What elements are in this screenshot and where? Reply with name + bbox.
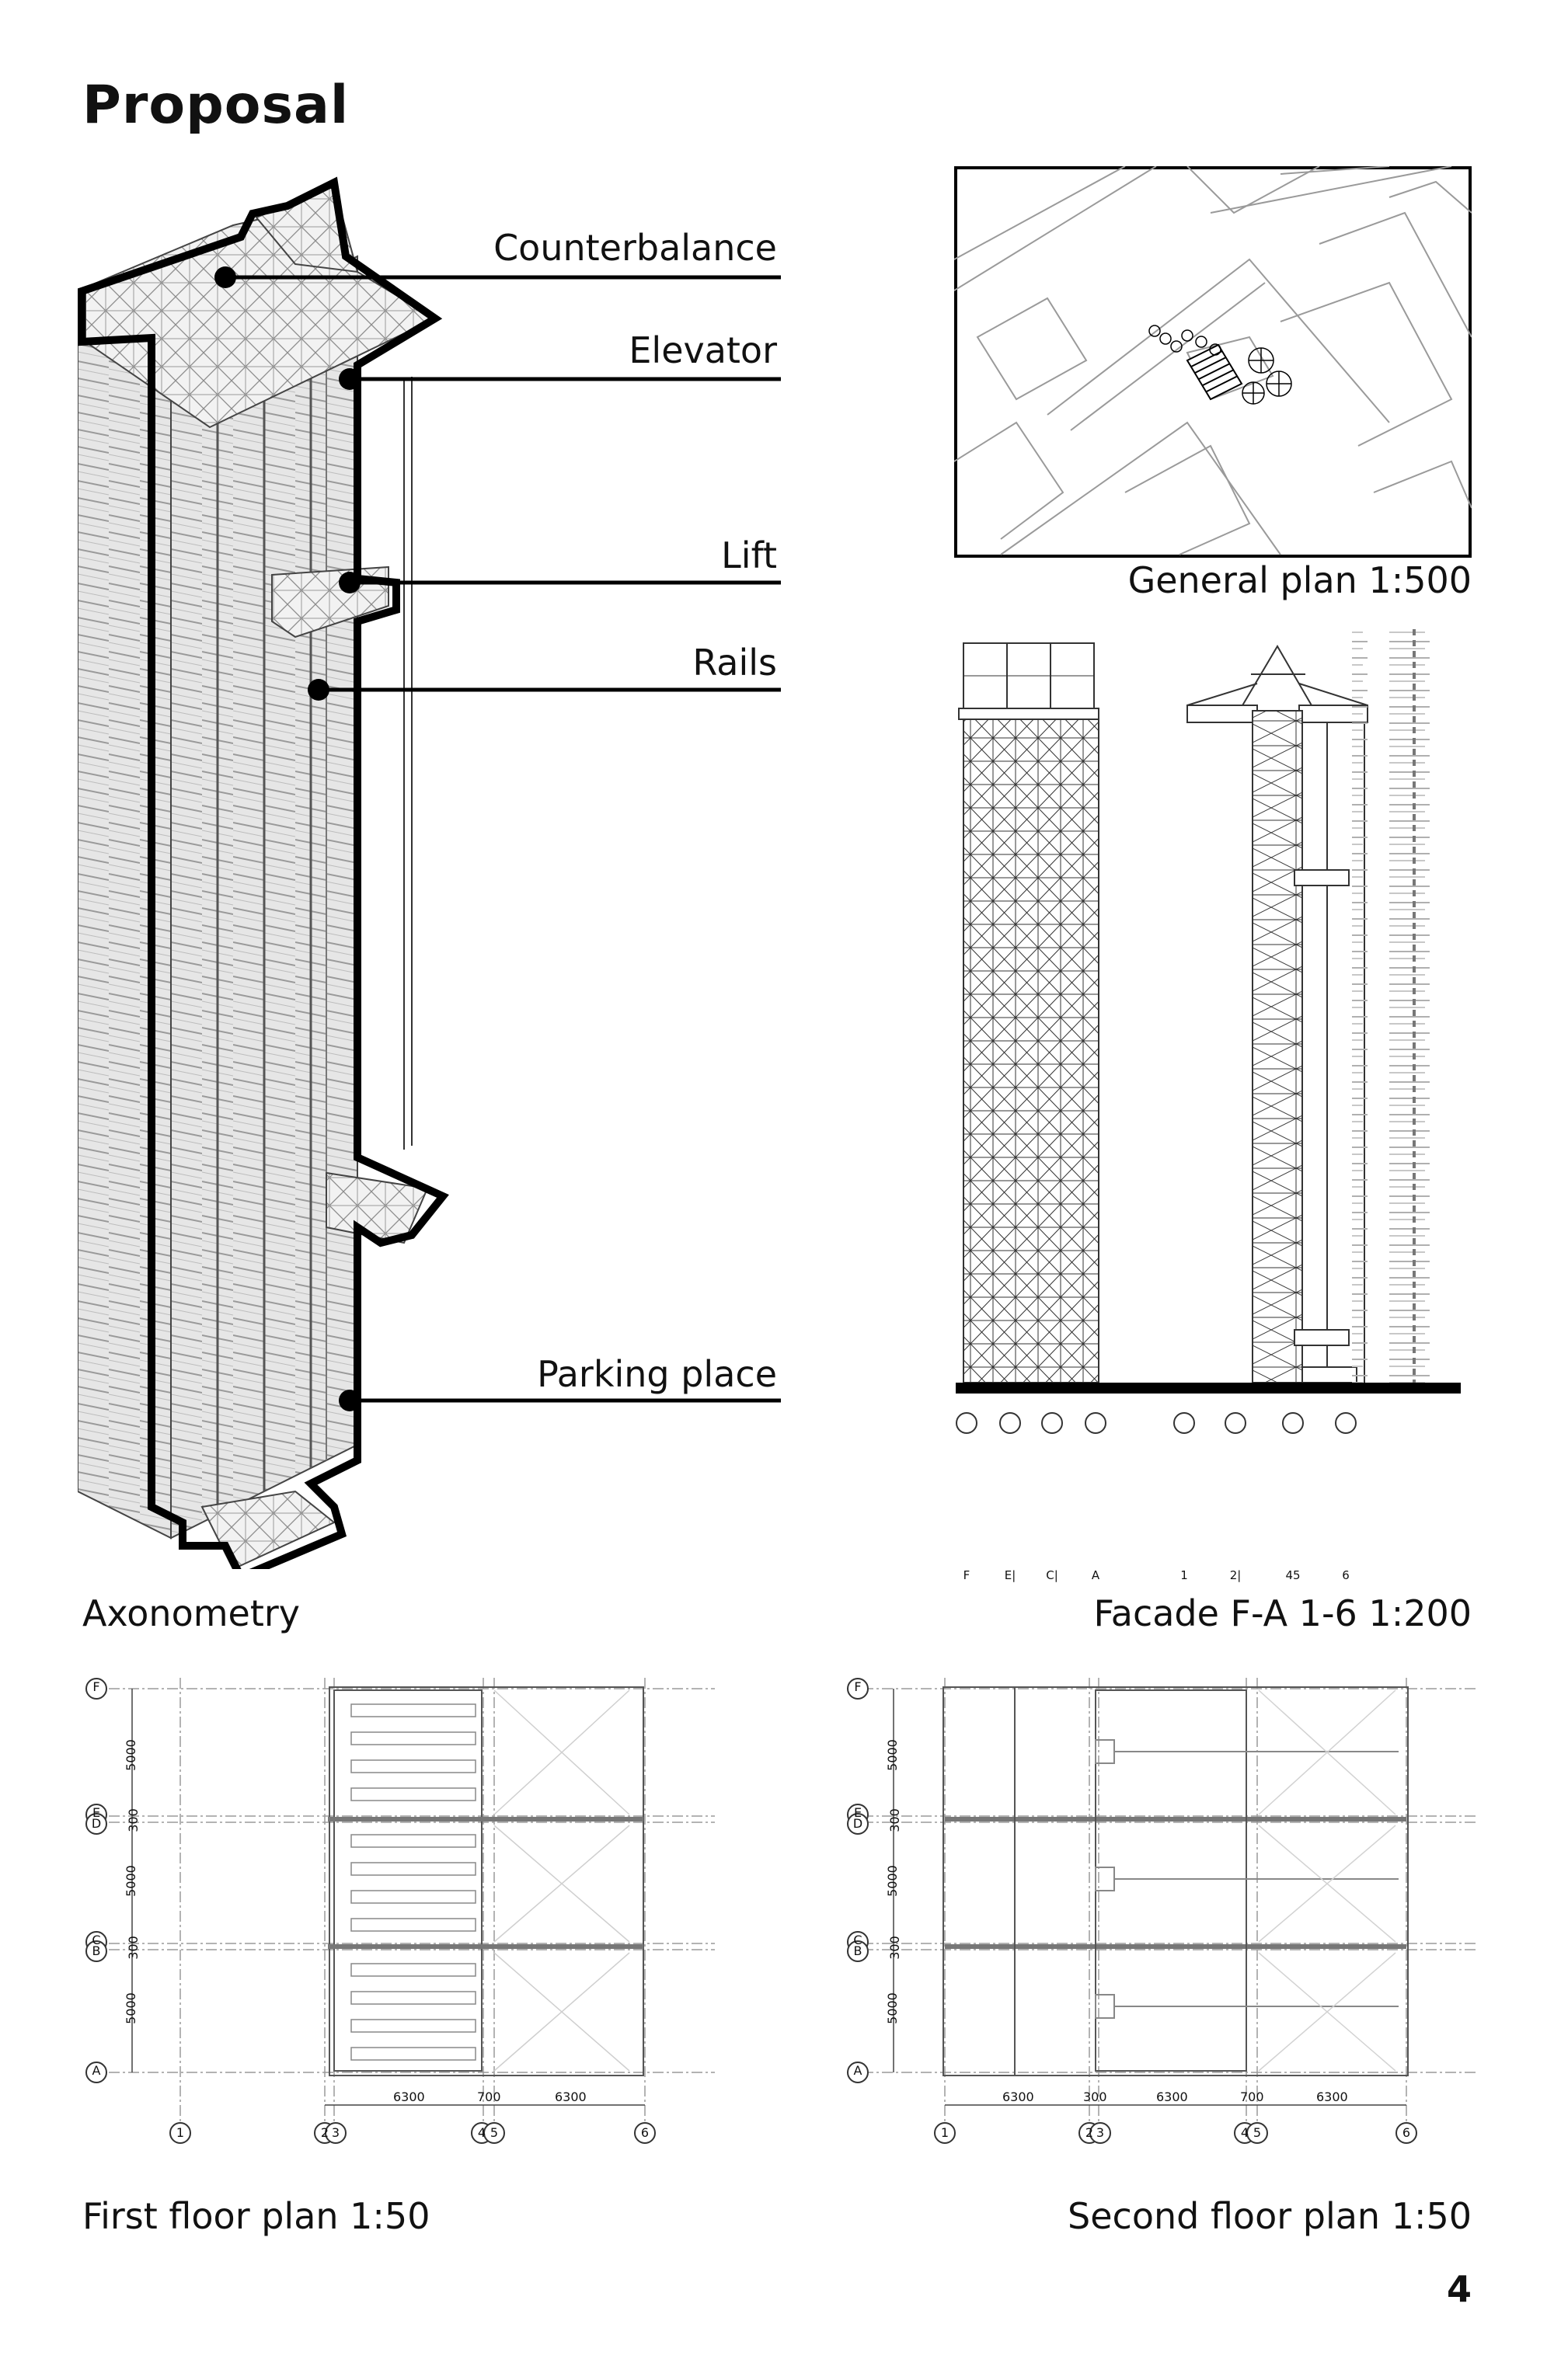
facade-axis-label: 6 bbox=[1342, 1568, 1350, 1582]
sf-col-dim: 6300 bbox=[1156, 2089, 1188, 2104]
parking-bays bbox=[350, 1703, 476, 2061]
page-number: 4 bbox=[1446, 2268, 1472, 2310]
ff-row-dim: 5000 bbox=[123, 1992, 138, 2024]
first-floor-plan-drawing bbox=[85, 1678, 715, 2144]
rails-dot bbox=[308, 679, 329, 701]
sf-col-dim: 6300 bbox=[1316, 2089, 1348, 2104]
sf-col-dim: 6300 bbox=[1002, 2089, 1034, 2104]
facade-axis-label: F bbox=[963, 1568, 970, 1582]
elevator-dot bbox=[339, 368, 361, 390]
sf-row-axis: F bbox=[854, 1679, 862, 1694]
facade-lift-lower bbox=[1294, 1329, 1350, 1346]
callout-elevator: Elevator bbox=[629, 329, 777, 371]
lift-dot bbox=[339, 572, 361, 593]
axonometry-drawing bbox=[78, 176, 781, 1569]
second-floor-structure bbox=[943, 1686, 1409, 2076]
first-floor-structure bbox=[328, 1686, 644, 2076]
lower-platform bbox=[326, 1171, 429, 1244]
sf-col-dim: 700 bbox=[1240, 2089, 1264, 2104]
facade-axes bbox=[956, 1412, 1357, 1434]
ff-row-dim: 300 bbox=[125, 1936, 141, 1960]
base-platform bbox=[200, 1490, 336, 1569]
facade-caption: Facade F-A 1-6 1:200 bbox=[1093, 1592, 1472, 1634]
sf-col-axis: 4 bbox=[1240, 2125, 1249, 2140]
facade-right-tower bbox=[1252, 710, 1303, 1383]
sf-row-axis: B bbox=[853, 1943, 862, 1958]
callout-counterbalance: Counterbalance bbox=[493, 227, 777, 269]
sf-col-axis: 3 bbox=[1096, 2125, 1105, 2140]
axonometry-caption: Axonometry bbox=[82, 1592, 300, 1634]
sf-row-dim: 5000 bbox=[884, 1739, 900, 1771]
ff-col-dim: 700 bbox=[477, 2089, 501, 2104]
callout-lift: Lift bbox=[721, 534, 777, 576]
facade-left-tower bbox=[963, 719, 1099, 1383]
general-plan-caption: General plan 1:500 bbox=[1127, 559, 1472, 601]
ff-col-axis: 3 bbox=[331, 2125, 340, 2140]
callout-leaders bbox=[225, 275, 781, 1403]
facade-axis-label: 2| bbox=[1229, 1568, 1242, 1582]
page-title: Proposal bbox=[82, 75, 350, 136]
sf-row-dim: 300 bbox=[887, 1936, 902, 1960]
ff-col-axis: 6 bbox=[640, 2125, 650, 2140]
ff-col-axis: 4 bbox=[477, 2125, 486, 2140]
first-floor-axis-bubbles bbox=[85, 1678, 656, 2144]
sf-row-dim: 300 bbox=[887, 1808, 902, 1832]
ff-col-axis: 1 bbox=[176, 2125, 185, 2140]
first-floor-caption: First floor plan 1:50 bbox=[82, 2195, 430, 2237]
ff-row-dim: 5000 bbox=[123, 1865, 138, 1897]
ff-row-axis: A bbox=[92, 2063, 101, 2078]
facade-axis-label: E| bbox=[1004, 1568, 1016, 1582]
facade-lift-upper bbox=[1294, 869, 1350, 886]
ff-row-axis: E bbox=[92, 1805, 101, 1820]
callout-parking-place: Parking place bbox=[537, 1353, 777, 1395]
sf-row-dim: 5000 bbox=[884, 1992, 900, 2024]
second-floor-plan-drawing bbox=[847, 1678, 1476, 2144]
sf-row-axis: A bbox=[853, 2063, 862, 2078]
ff-col-dim: 6300 bbox=[393, 2089, 425, 2104]
facade-ground bbox=[956, 1383, 1461, 1394]
ff-row-axis: B bbox=[92, 1943, 101, 1958]
general-plan-drawing bbox=[954, 166, 1472, 558]
ff-col-axis: 2 bbox=[320, 2125, 329, 2140]
ff-row-dim: 300 bbox=[125, 1808, 141, 1832]
facade-drawing bbox=[956, 629, 1461, 1434]
ff-col-axis: 5 bbox=[490, 2125, 499, 2140]
sf-col-axis: 1 bbox=[940, 2125, 949, 2140]
facade-axis-label: 1 bbox=[1180, 1568, 1188, 1582]
sf-row-axis: E bbox=[853, 1805, 862, 1820]
sf-col-dim: 300 bbox=[1083, 2089, 1107, 2104]
second-floor-axis-bubbles bbox=[847, 1678, 1417, 2144]
ff-row-axis: C bbox=[92, 1933, 101, 1947]
sf-row-axis: C bbox=[853, 1933, 862, 1947]
ff-row-dim: 5000 bbox=[123, 1739, 138, 1771]
tower-body bbox=[78, 255, 413, 1540]
sf-col-axis: 6 bbox=[1402, 2125, 1411, 2140]
second-floor-caption: Second floor plan 1:50 bbox=[1068, 2195, 1472, 2237]
facade-axis-label: A bbox=[1091, 1568, 1100, 1582]
ff-row-axis: D bbox=[91, 1816, 102, 1831]
facade-level-marks bbox=[1352, 629, 1445, 1383]
callout-dots bbox=[214, 266, 361, 1411]
counterbalance-dot bbox=[214, 266, 236, 288]
callout-rails: Rails bbox=[692, 642, 777, 684]
sf-row-dim: 5000 bbox=[884, 1865, 900, 1897]
parking-dot bbox=[339, 1390, 361, 1411]
sf-col-axis: 5 bbox=[1253, 2125, 1262, 2140]
ff-row-axis: F bbox=[92, 1679, 100, 1694]
site-trees bbox=[1148, 325, 1292, 405]
tower-outline bbox=[78, 176, 449, 1569]
ff-col-dim: 6300 bbox=[555, 2089, 587, 2104]
second-floor-rails bbox=[1095, 1739, 1399, 2019]
facade-axis-label: 45 bbox=[1285, 1568, 1301, 1582]
site-building bbox=[1186, 343, 1243, 401]
sf-row-axis: D bbox=[852, 1816, 863, 1831]
sf-col-axis: 2 bbox=[1085, 2125, 1094, 2140]
facade-axis-label: C| bbox=[1046, 1568, 1058, 1582]
